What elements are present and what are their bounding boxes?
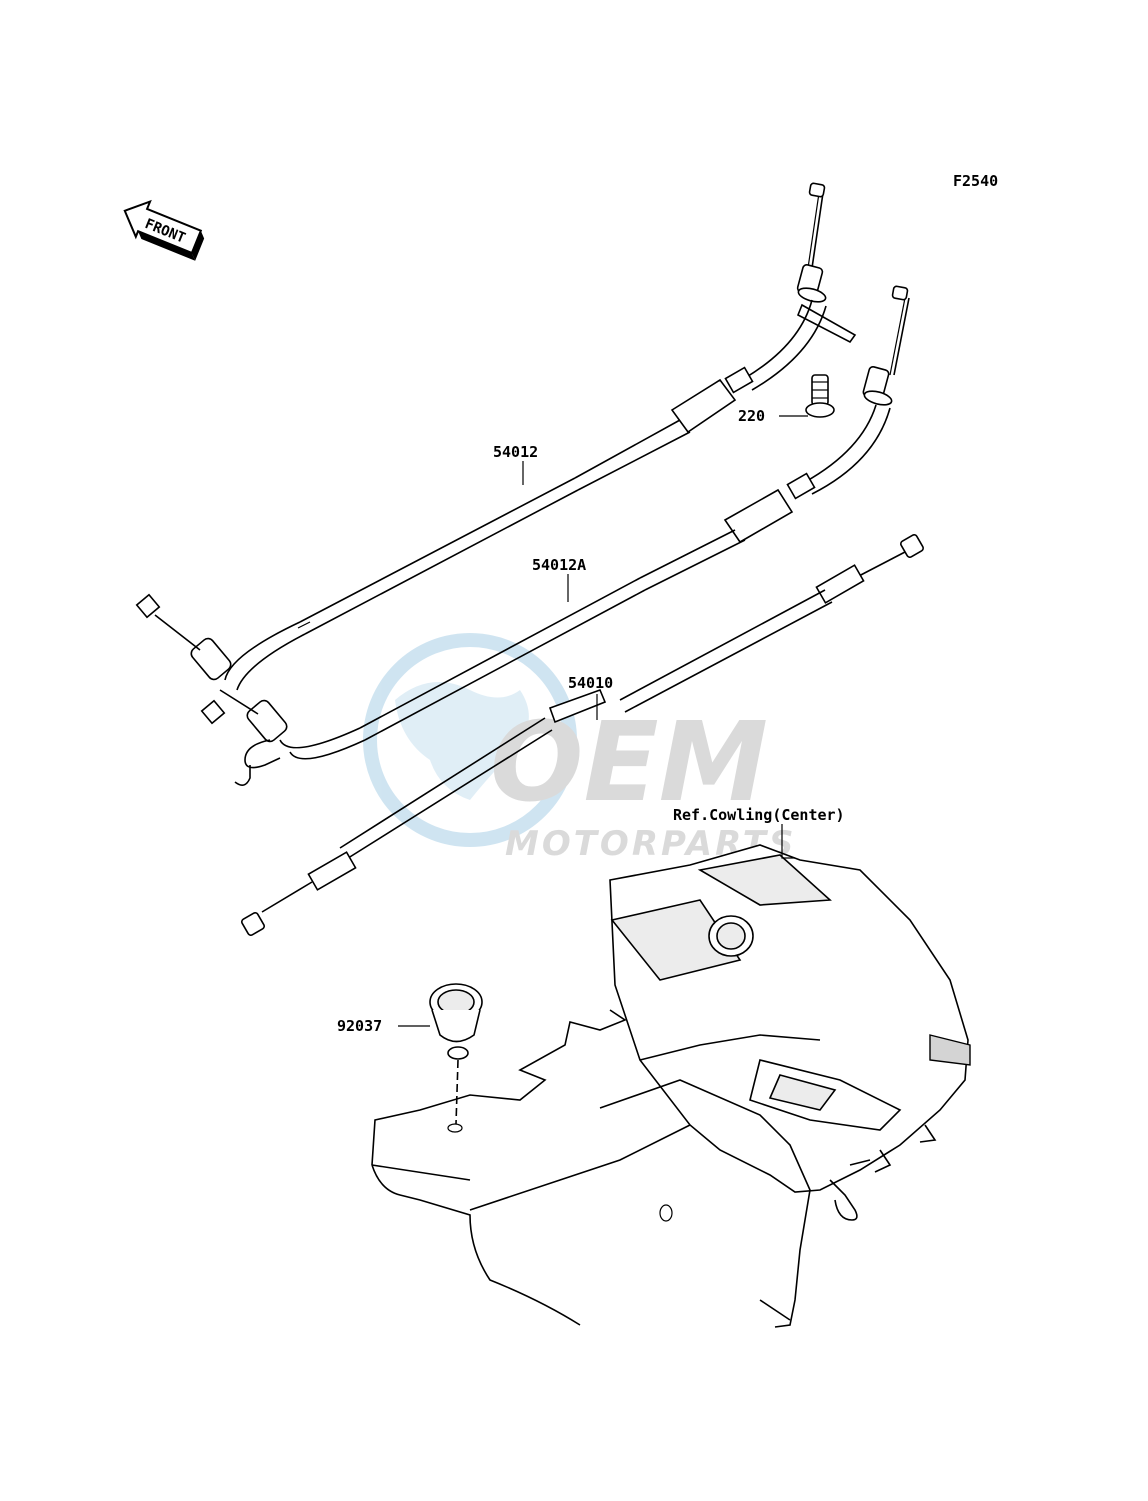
- callout-54012A: 54012A: [532, 556, 586, 574]
- watermark: OEM MOTORPARTS: [363, 633, 793, 864]
- callout-ref-cowling: Ref.Cowling(Center): [673, 806, 845, 824]
- diagram-code: F2540: [953, 172, 998, 190]
- callout-54010: 54010: [568, 674, 613, 692]
- cable-54012: [135, 182, 857, 691]
- cowling-center: [371, 844, 971, 1328]
- grommet-92037: [429, 983, 483, 1133]
- front-arrow-icon: FRONT: [123, 199, 205, 261]
- watermark-main: OEM: [490, 698, 768, 826]
- callout-54012: 54012: [493, 443, 538, 461]
- cable-54012A: [200, 285, 910, 786]
- leader-lines: [398, 415, 808, 1027]
- cable-54010: [241, 534, 924, 936]
- callout-220: 220: [738, 407, 765, 425]
- bolt-220: [805, 374, 835, 418]
- callout-92037: 92037: [337, 1017, 382, 1035]
